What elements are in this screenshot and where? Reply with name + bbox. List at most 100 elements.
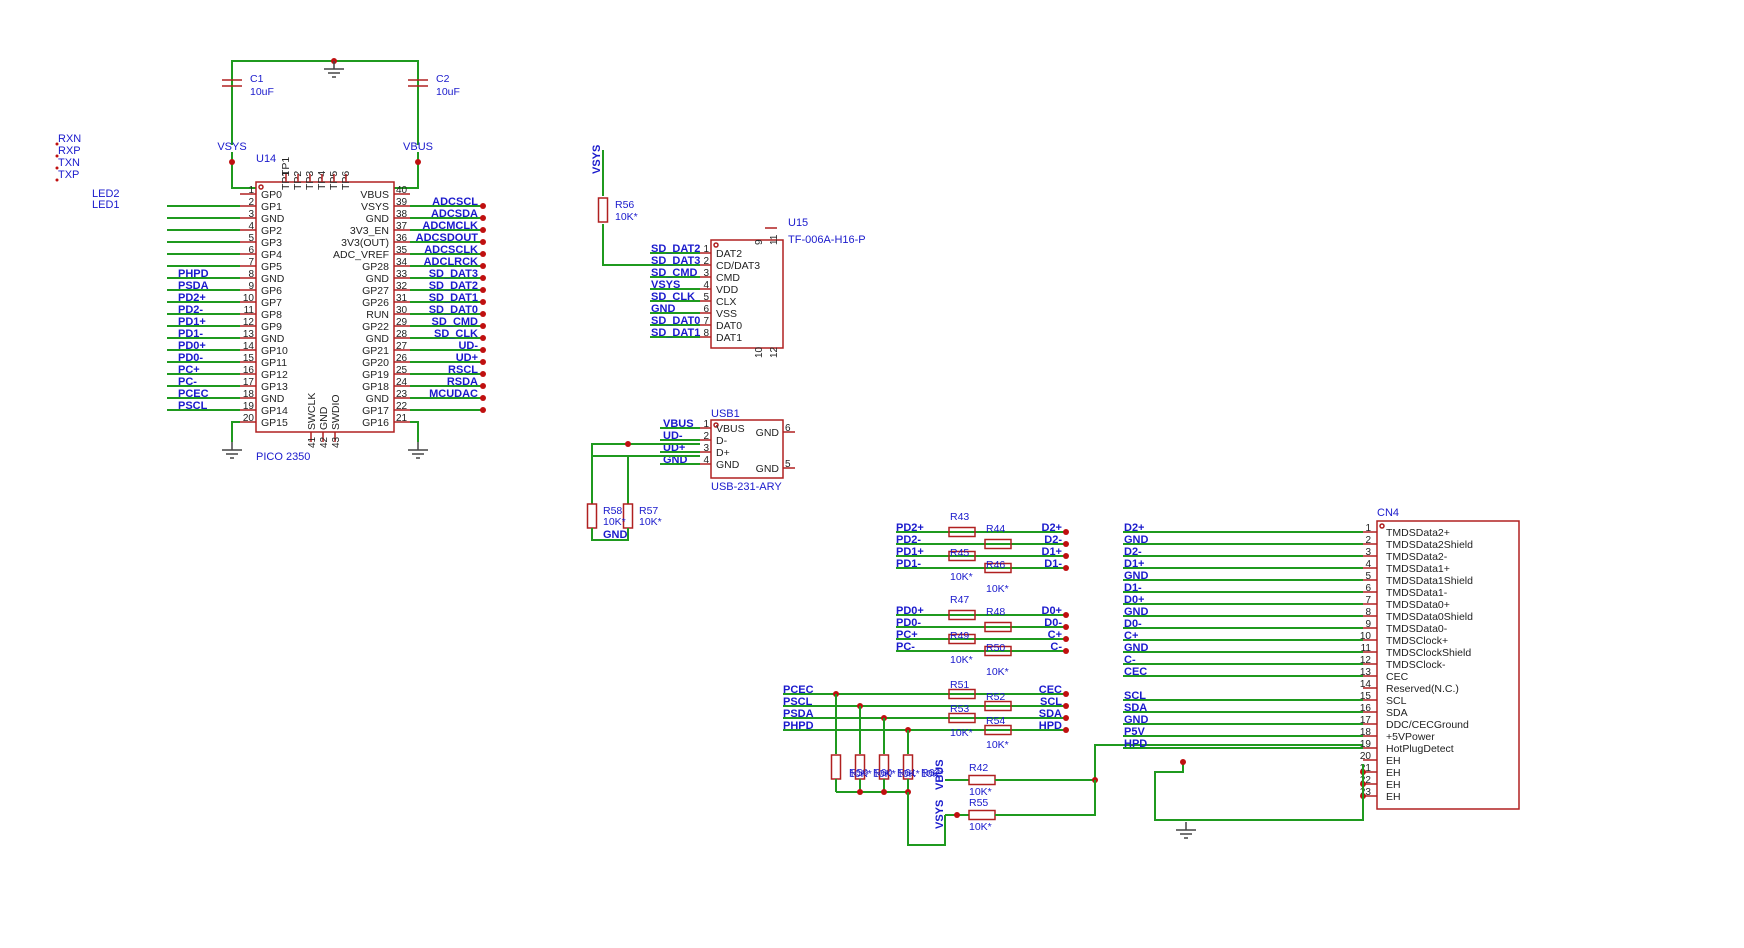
junction-dot: [480, 275, 486, 281]
rg1-ref: R44: [986, 523, 1005, 535]
misc-net-label: TXP: [58, 169, 79, 181]
rg2-ref: R47: [950, 594, 969, 606]
pin-number: 1: [248, 185, 254, 196]
pin-name: CD/DAT3: [716, 260, 760, 272]
resistor-body: [968, 809, 996, 821]
junction-dot: [1063, 636, 1069, 642]
net-label: GND: [1124, 570, 1149, 582]
pin1-marker: [258, 184, 264, 190]
pin-number: 14: [243, 341, 255, 352]
misc-net-label: LED2: [92, 188, 120, 200]
pin-name: GP6: [261, 285, 282, 297]
pin-name: GP26: [362, 297, 389, 309]
rg1-right-net: D1+: [1042, 546, 1063, 558]
junction-dot: [881, 789, 887, 795]
pin-name: TMDSData1+: [1386, 563, 1450, 575]
resistor-body: [948, 712, 976, 724]
pin-number: 39: [396, 197, 408, 208]
pin-name: TMDSData2-: [1386, 551, 1448, 563]
resistor-body: [984, 645, 1012, 657]
pin-name: Reserved(N.C.): [1386, 683, 1459, 695]
net-label: GND: [1124, 642, 1149, 654]
tp-label: TP1: [280, 157, 292, 176]
net-label: PCEC: [178, 388, 209, 400]
pin-name: GP4: [261, 249, 282, 261]
junction-dot: [625, 441, 631, 447]
rg3-ref: R52: [986, 691, 1005, 703]
rg3-left-net: PSCL: [783, 696, 813, 708]
junction-dot: [857, 789, 863, 795]
pin-name: GND: [366, 273, 390, 285]
pin-number: 2: [703, 256, 709, 267]
pin-number: 38: [396, 209, 408, 220]
rg1-ref: R46: [986, 559, 1005, 571]
resistor-body: [984, 724, 1012, 736]
rg3-left-net: PCEC: [783, 684, 814, 696]
net-label: PD2-: [178, 304, 203, 316]
pin-number: 10: [1360, 631, 1372, 642]
pin-name: VSYS: [361, 201, 389, 213]
cn4-ref: CN4: [1377, 507, 1399, 519]
resistor-body: [968, 774, 996, 786]
net-label: SD_CLK: [434, 328, 478, 340]
net-label: SD_DAT1: [651, 327, 700, 339]
junction-dot: [1063, 648, 1069, 654]
pin-name: GP5: [261, 261, 282, 273]
rg1-right-net: D2-: [1044, 534, 1062, 546]
misc-net-label: RXN: [58, 133, 81, 145]
junction-dot: [480, 371, 486, 377]
pin-name: D-: [716, 435, 728, 447]
junction-dot: [480, 263, 486, 269]
net-label: PD1+: [178, 316, 206, 328]
pullup-ref: R62: [921, 767, 940, 779]
junction-dot: [480, 215, 486, 221]
pin-name: VDD: [716, 284, 739, 296]
rg1-left-net: PD1+: [896, 546, 924, 558]
junction-dot: [1063, 691, 1069, 697]
pin-number: 1: [703, 244, 709, 255]
rg3-ref: R53: [950, 703, 969, 715]
pin-name: CMD: [716, 272, 740, 284]
pin-number: 21: [396, 413, 408, 424]
pin-number: 28: [396, 329, 408, 340]
pin-name: VSS: [716, 308, 737, 320]
pin-number: 2: [1365, 535, 1371, 546]
r55-rail: VSYS: [934, 800, 946, 829]
ud-wire: [591, 443, 700, 504]
junction-dot: [1063, 553, 1069, 559]
pin-number: 16: [243, 365, 255, 376]
net-label: C+: [1124, 630, 1138, 642]
r58-value: 10K*: [603, 516, 626, 528]
pin-number: 31: [396, 293, 408, 304]
net-label: D0-: [1124, 618, 1142, 630]
pin-number: 18: [1360, 727, 1372, 738]
net-label: PD2+: [178, 292, 206, 304]
usb1-body: [710, 419, 784, 479]
pin-number: 5: [248, 233, 254, 244]
rg2-right-net: C-: [1050, 641, 1062, 653]
pin-number: 3: [248, 209, 254, 220]
junction-dot: [480, 287, 486, 293]
rg3-value: 10K*: [950, 727, 973, 739]
r57-ref: R57: [639, 505, 658, 517]
net-label: SD_DAT0: [429, 304, 478, 316]
pin-name: SWCLK: [306, 393, 318, 430]
pin-number: 37: [396, 221, 408, 232]
pin-name: RUN: [366, 309, 389, 321]
net-label: UD-: [458, 340, 478, 352]
pin-name: GP15: [261, 417, 288, 429]
junction-dot: [480, 407, 486, 413]
junction-dot: [480, 227, 486, 233]
net-label: PC+: [178, 364, 200, 376]
pin-number: 22: [396, 401, 408, 412]
rg3-left-net: PSDA: [783, 708, 814, 720]
p5v-wire: [995, 744, 1363, 781]
net-label: VSYS: [651, 279, 680, 291]
net-label: D2+: [1124, 522, 1145, 534]
r55-ref: R55: [969, 797, 988, 809]
rg1-right-net: D1-: [1044, 558, 1062, 570]
rg3-right-net: HPD: [1039, 720, 1062, 732]
pin-name: SCL: [1386, 695, 1407, 707]
pin-number: 5: [1365, 571, 1371, 582]
pin-name: TMDSData1-: [1386, 587, 1448, 599]
